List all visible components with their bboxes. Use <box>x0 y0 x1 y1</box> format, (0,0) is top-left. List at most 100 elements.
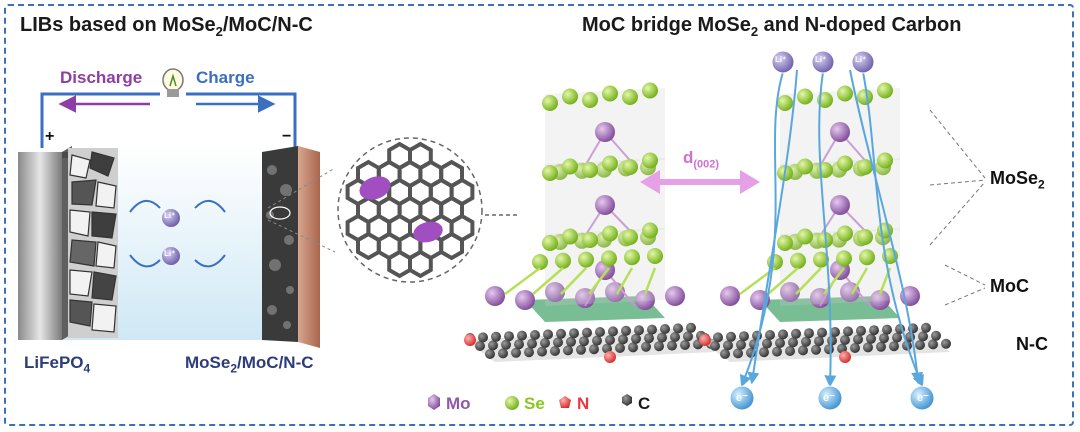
se-atom <box>602 85 618 102</box>
ion-path <box>862 71 924 388</box>
carbon-atom <box>882 324 892 335</box>
se-atom <box>542 165 558 181</box>
mo-atom <box>595 195 615 215</box>
se-atom <box>622 89 638 105</box>
li-ion <box>771 50 795 74</box>
carbon-atom <box>654 341 664 352</box>
se-mo-bond <box>823 267 845 295</box>
carbon-atom <box>641 341 651 352</box>
top-li-ion-label: Li⁺ <box>855 55 867 64</box>
carbon-atom <box>941 338 951 349</box>
carbon-atom <box>762 338 772 349</box>
nc-label: N-C <box>1016 334 1048 354</box>
ion-path <box>849 69 924 385</box>
carbon-atom <box>608 326 618 337</box>
carbon-atom <box>713 332 723 343</box>
se-atom <box>622 159 638 175</box>
legend-mo-label: Mo <box>446 394 471 413</box>
carbon-atom <box>673 323 683 334</box>
mose2-moc-stack <box>699 82 951 363</box>
anode-label: MoSe2/MoC/N-C <box>185 353 314 376</box>
carbon-atom <box>791 328 801 339</box>
carbon-atom <box>811 344 821 355</box>
carbon-atom <box>514 339 524 350</box>
carbon-atom <box>530 330 540 340</box>
ion-path <box>747 69 798 385</box>
d002-label: d(002) <box>683 148 720 171</box>
se-atom <box>555 252 571 269</box>
carbon-atom <box>670 332 680 342</box>
carbon-atom <box>840 335 850 345</box>
carbon-atom <box>817 327 827 338</box>
carbon-atom <box>621 325 631 336</box>
se-atom <box>797 88 813 105</box>
se-atom <box>777 235 793 251</box>
carbon-atom <box>504 331 514 342</box>
carbon-atom <box>778 329 788 340</box>
legend-n-label: N <box>577 394 590 413</box>
carbon-atom <box>579 336 589 347</box>
legend-mo-icon <box>428 394 440 410</box>
se-mo-bond <box>504 266 541 296</box>
carbon-atom <box>733 348 743 359</box>
carbon-atom <box>736 339 746 350</box>
carbon-atom <box>798 345 808 356</box>
carbon-atom <box>478 332 488 343</box>
carbon-atom <box>680 340 690 350</box>
electron-label: e⁻ <box>823 392 835 404</box>
li-ion-label: Li⁺ <box>164 249 176 258</box>
se-atom <box>622 229 638 245</box>
carbon-atom <box>788 337 798 348</box>
li-ion <box>162 209 180 227</box>
legend-se-label: Se <box>524 394 545 413</box>
mose2-layer <box>542 222 665 306</box>
carbon-atom <box>866 333 876 344</box>
se-atom <box>642 152 658 169</box>
se-atom <box>857 159 873 175</box>
se-atom <box>602 225 618 242</box>
mo-atom <box>515 290 535 310</box>
battery-diagram <box>18 68 336 348</box>
carbon-atom <box>928 339 938 350</box>
carbon-atom <box>710 341 720 351</box>
moc-label: MoC <box>990 276 1029 296</box>
carbon-atom <box>683 331 693 342</box>
carbon-atom <box>631 333 641 344</box>
carbon-atom <box>589 344 599 355</box>
carbon-atom <box>723 340 733 351</box>
legend-c-label: C <box>638 394 651 413</box>
carbon-atom <box>892 332 902 343</box>
se-atom <box>582 232 598 248</box>
carbon-atom <box>634 325 644 336</box>
carbon-atom <box>850 343 860 353</box>
legend-c-icon <box>622 394 632 406</box>
se-atom <box>837 85 853 102</box>
carbon-atom <box>657 332 667 343</box>
charge-label: Charge <box>196 68 255 87</box>
electron <box>909 385 935 411</box>
se-mo-bond <box>615 267 634 295</box>
se-atom <box>877 152 893 169</box>
se-mo-bond <box>795 267 822 295</box>
zoom-region <box>269 206 291 220</box>
carbon-atom <box>921 322 931 333</box>
carbon-atom <box>618 334 628 345</box>
lightbulb-icon <box>162 68 184 97</box>
cathode-label: LiFePO4 <box>24 353 91 376</box>
se-atom <box>797 228 813 245</box>
moc-sheet <box>525 296 665 322</box>
ion-flow-arrows <box>129 200 226 268</box>
d002-arrow-head-left <box>640 170 660 194</box>
carbon-atom <box>876 341 886 352</box>
nitrogen-atom <box>699 334 711 346</box>
se-atom <box>624 249 640 266</box>
carbon-atom <box>918 331 928 342</box>
se-atom <box>578 251 594 268</box>
positive-terminal: + <box>45 128 55 145</box>
negative-terminal: − <box>282 128 292 145</box>
carbon-atom <box>517 330 527 341</box>
se-atom <box>837 225 853 242</box>
carbon-atom <box>667 340 677 351</box>
carbon-atom <box>527 338 537 349</box>
